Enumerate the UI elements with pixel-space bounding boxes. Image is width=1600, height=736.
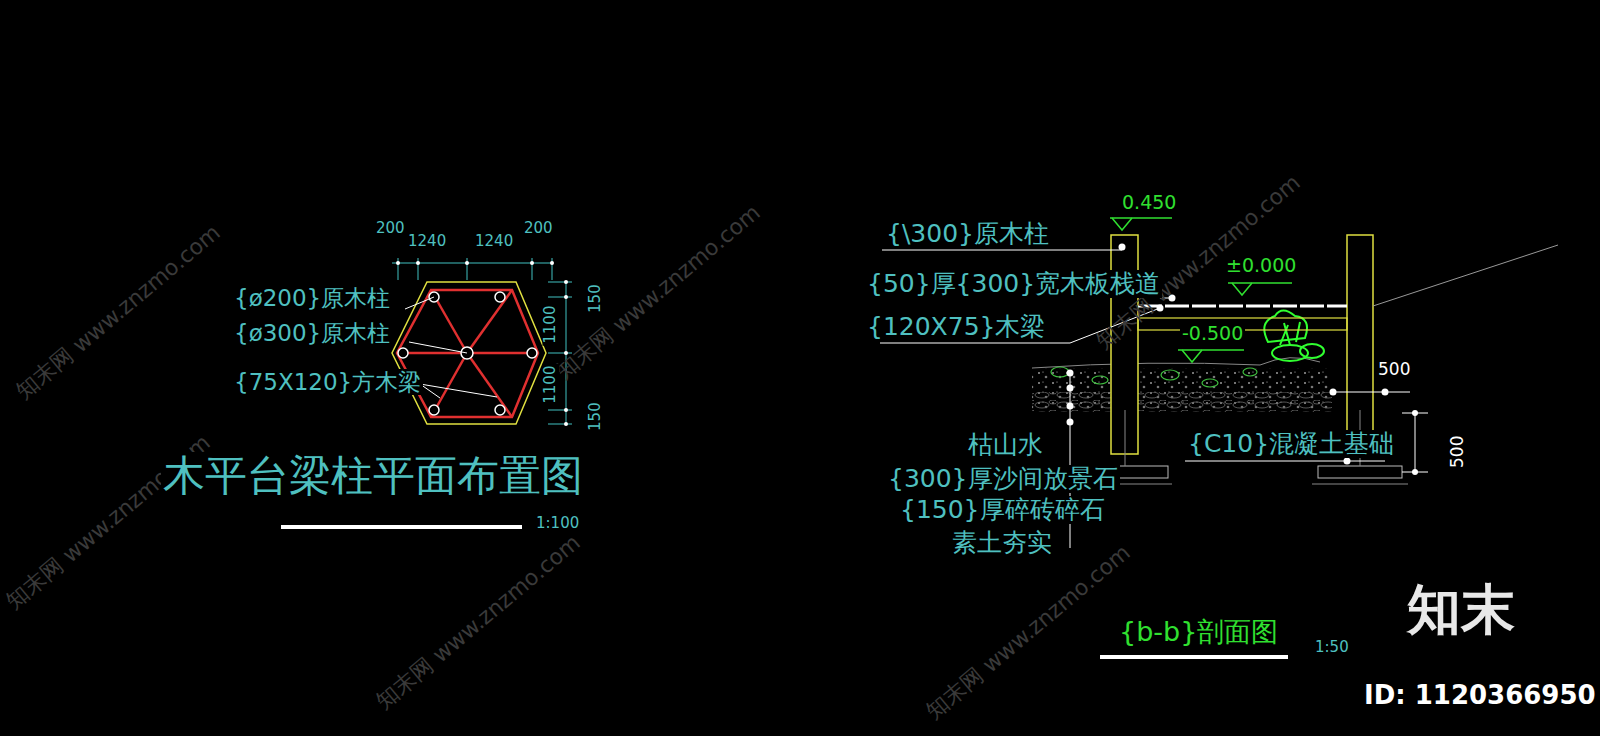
elevation: ±0.000 xyxy=(1224,255,1298,277)
layer-label: 枯山水 xyxy=(966,431,1045,460)
watermark: 知末网 www.znzmo.com xyxy=(920,538,1137,726)
dimension: 200 xyxy=(374,220,407,237)
part-label: {75X120}方木梁 xyxy=(232,369,423,395)
part-label: {50}厚{300}宽木板栈道 xyxy=(865,270,1162,299)
dimension: 1100 xyxy=(542,304,559,346)
part-label: {ø200}原木柱 xyxy=(232,285,392,311)
dimension: 1100 xyxy=(542,364,559,406)
part-label: {C10}混凝土基础 xyxy=(1186,430,1396,459)
elevation: -0.500 xyxy=(1180,323,1245,345)
part-label: {120X75}木梁 xyxy=(865,313,1047,342)
drawing-title: 木平台梁柱平面布置图 xyxy=(161,452,585,500)
scale-note: 1:100 xyxy=(534,515,581,532)
watermark: 知末网 www.znzmo.com xyxy=(10,218,227,406)
dimension: 150 xyxy=(586,401,603,434)
part-label: {ø300}原木柱 xyxy=(232,320,392,346)
dimension: 150 xyxy=(586,283,603,316)
logo: 知末 xyxy=(1405,579,1517,641)
dimension: 1240 xyxy=(406,233,448,250)
watermark: 知末网 www.znzmo.com xyxy=(370,528,587,716)
elevation: 0.450 xyxy=(1120,192,1178,214)
dimension: 500 xyxy=(1448,434,1468,470)
dimension: 500 xyxy=(1376,360,1412,380)
id-number: ID: 1120366950 xyxy=(1362,681,1598,711)
watermark: 知末网 www.znzmo.com xyxy=(550,198,767,386)
dimension: 200 xyxy=(522,220,555,237)
layer-label: 素土夯实 xyxy=(950,529,1054,558)
scale-note: 1:50 xyxy=(1313,639,1351,656)
dimension: 1240 xyxy=(473,233,515,250)
part-label: {\300}原木柱 xyxy=(884,220,1051,249)
layer-label: {150}厚碎砖碎石 xyxy=(898,496,1107,525)
drawing-title: {b-b}剖面图 xyxy=(1117,616,1280,647)
layer-label: {300}厚沙间放景石 xyxy=(886,465,1120,494)
